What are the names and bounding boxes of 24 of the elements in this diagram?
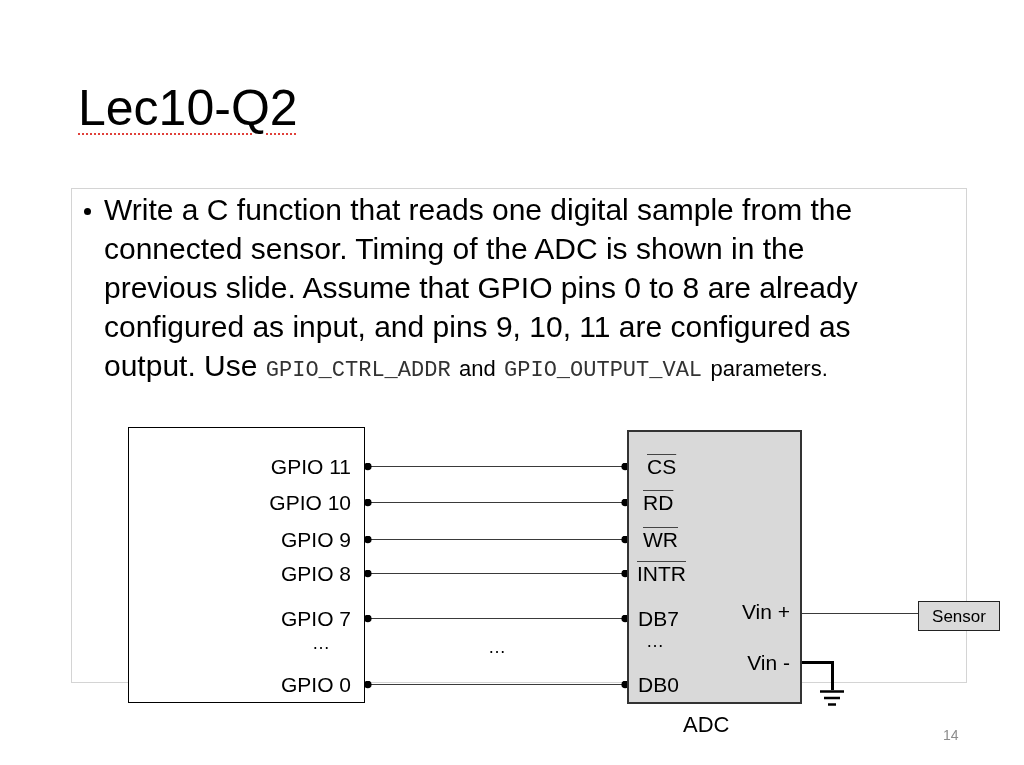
ground-symbol [820, 690, 844, 706]
component-label: ADC [683, 714, 730, 736]
pin-label: DB7 [629, 603, 701, 633]
pin-label: GPIO 8 [224, 558, 364, 588]
ellipsis: … [488, 638, 506, 656]
pin-label: DB0 [629, 669, 701, 699]
pin-label: GPIO 7 [224, 603, 364, 633]
pin-label: CS [629, 451, 701, 481]
pin-label: Vin + [726, 596, 800, 626]
device-box [128, 427, 365, 703]
slide-title: Lec10-Q2 [78, 79, 298, 138]
pin-label: Vin - [726, 647, 800, 677]
pin-label: INTR [629, 558, 701, 588]
ellipsis: … [312, 634, 330, 652]
pin-label: GPIO 10 [224, 487, 364, 517]
pin-label: GPIO 0 [224, 669, 364, 699]
pin-label: GPIO 9 [224, 524, 364, 554]
pin-label: RD [629, 487, 701, 517]
pin-label: GPIO 11 [224, 451, 364, 481]
page-number: 14 [943, 728, 959, 742]
question-text: Write a C function that reads one digital sample from the connected sensor. Timing of the ADC is shown in the previous slide. Assume that GPIO pins 0 to 8 are already configured as input, and pins 9, 10, 11 are configured as output. Use GPIO_CTRL_ADDR and GPIO_OUTPUT_VAL parameters. [104, 192, 859, 385]
sensor-box: Sensor [918, 601, 1000, 631]
ellipsis: … [646, 632, 664, 650]
pin-label: WR [629, 524, 701, 554]
